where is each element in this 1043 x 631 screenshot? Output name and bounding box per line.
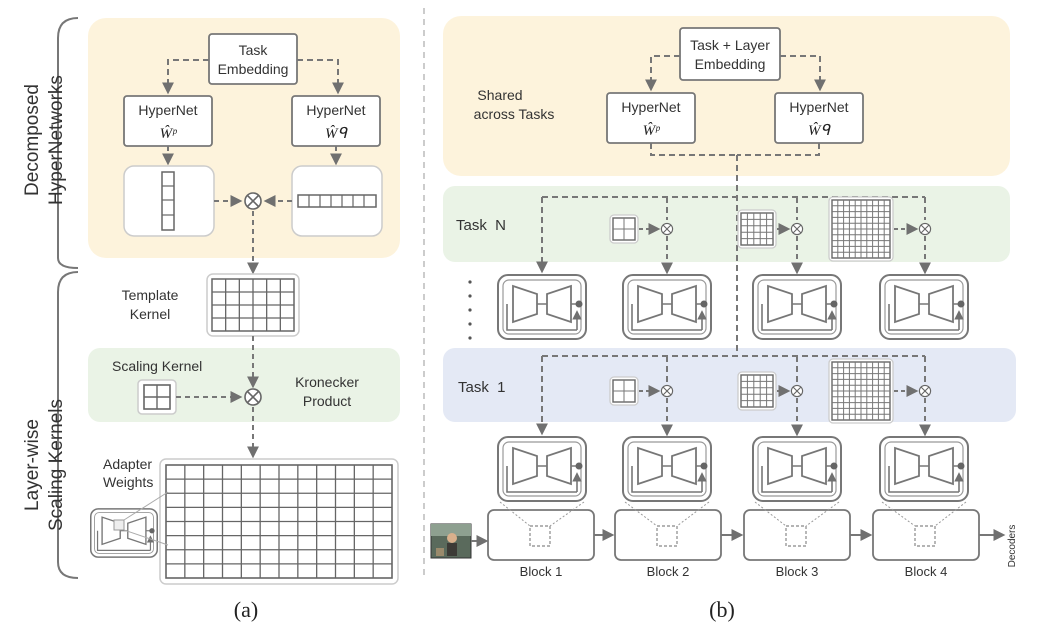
adapter-task-n-3	[753, 275, 841, 339]
kronecker-label-2: Product	[303, 393, 351, 409]
decoders-label: Decoders	[1007, 525, 1018, 568]
shared-label-1: Shared	[477, 87, 522, 103]
task-embedding-label-2: Embedding	[218, 61, 289, 77]
adapter-task-1-2	[623, 437, 711, 501]
panel-b: Task + Layer Embedding Shared across Tas…	[430, 16, 1018, 622]
input-image-thumbnail	[430, 523, 472, 559]
adapter-task-1-1	[498, 437, 586, 501]
scaling-kernel-1-1	[609, 376, 639, 406]
hypernet-p-symbol: Ŵᵖ	[160, 125, 177, 142]
connector-tle-left	[645, 55, 680, 92]
encoder-blocks: Block 1 Block 2 Block 3 Block 4	[487, 501, 1006, 579]
vertical-ellipsis	[468, 280, 472, 340]
scaling-kernel-icon	[137, 379, 177, 415]
shared-label-2: across Tasks	[474, 106, 555, 122]
trunk-left	[650, 143, 737, 156]
template-kernel-label-2: Kernel	[130, 306, 170, 322]
connector-embed-right	[297, 59, 344, 95]
side-label-layer-wise: Layer-wise	[22, 419, 43, 511]
kronecker-icon-n-2	[790, 222, 804, 236]
column-vector-icon	[161, 171, 175, 231]
row-vector-icon	[297, 194, 377, 208]
caption-a: (a)	[234, 597, 258, 622]
adapter-module-icon	[91, 509, 157, 557]
adapter-weights-label-2: Weights	[103, 474, 153, 490]
adapter-task-n-2	[623, 275, 711, 339]
kronecker-label-1: Kronecker	[295, 374, 359, 390]
scaling-kernel-n-3	[828, 196, 894, 262]
kronecker-icon-1-2	[790, 384, 804, 398]
task-n-label: Task N	[456, 217, 506, 234]
hypernet-q-label-b: HyperNet	[789, 99, 848, 115]
kronecker-icon-n-3	[918, 222, 932, 236]
outer-product-icon	[244, 192, 262, 210]
shared-region	[443, 16, 1010, 176]
template-kernel-label-1: Template	[122, 287, 179, 303]
connector-embed-left	[162, 59, 209, 95]
bracket-bottom	[57, 271, 79, 579]
block-label-1: Block 1	[520, 564, 563, 579]
block-4: Block 4	[872, 501, 1006, 579]
scaling-kernel-1-3	[828, 358, 894, 424]
adapter-task-n-4	[880, 275, 968, 339]
block-label-3: Block 3	[776, 564, 819, 579]
adapter-weights-label-1: Adapter	[103, 456, 152, 472]
adapter-weights-grid	[159, 458, 399, 585]
block-3: Block 3	[743, 501, 873, 579]
kronecker-icon-n-1	[660, 222, 674, 236]
adapter-highlight-icon	[113, 519, 125, 531]
adapter-task-1-4	[880, 437, 968, 501]
hypernet-p-label-b: HyperNet	[621, 99, 680, 115]
scaling-kernel-rows	[609, 196, 932, 437]
task-1-region	[443, 348, 1016, 422]
hypernet-q-symbol-b: Ŵᑫ	[808, 122, 831, 139]
hypernet-q-symbol: Ŵᑫ	[325, 125, 348, 142]
hypernet-p-symbol-b: Ŵᵖ	[643, 122, 660, 139]
kronecker-product-icon	[244, 388, 262, 406]
adapter-task-1-3	[753, 437, 841, 501]
scaling-kernel-n-2	[737, 209, 777, 249]
bracket-top	[57, 17, 79, 269]
caption-b: (b)	[709, 597, 735, 622]
side-label-hypernetworks: HyperNetworks	[46, 75, 67, 205]
side-label-scaling-kernels: Scaling Kernels	[46, 399, 67, 531]
side-label-decomposed: Decomposed	[22, 84, 43, 196]
hypernet-p-label: HyperNet	[138, 102, 197, 118]
adapter-zoom-line-2	[123, 529, 169, 546]
kronecker-icon-1-1	[660, 384, 674, 398]
block-label-2: Block 2	[647, 564, 690, 579]
task-layer-embedding-label-2: Embedding	[695, 56, 766, 72]
task-layer-embedding-box	[679, 27, 781, 81]
kronecker-icon-1-3	[918, 384, 932, 398]
adapter-task-n-1	[498, 275, 586, 339]
scaling-kernel-1-2	[737, 371, 777, 411]
scaling-kernel-label: Scaling Kernel	[112, 358, 202, 374]
panel-a: Decomposed HyperNetworks Layer-wise Scal…	[22, 17, 400, 622]
task-embedding-label-1: Task	[239, 42, 269, 58]
block-1: Block 1	[487, 501, 615, 579]
block-2: Block 2	[614, 501, 744, 579]
scaling-kernel-n-1	[609, 214, 639, 244]
connector-tle-right	[780, 55, 826, 92]
hypernet-q-label: HyperNet	[306, 102, 365, 118]
task-layer-embedding-label-1: Task + Layer	[690, 37, 770, 53]
template-kernel-grid	[206, 273, 300, 337]
task-1-label: Task 1	[458, 379, 506, 396]
trunk-right	[737, 143, 820, 156]
adapter-zoom-line	[123, 491, 169, 521]
block-label-4: Block 4	[905, 564, 948, 579]
